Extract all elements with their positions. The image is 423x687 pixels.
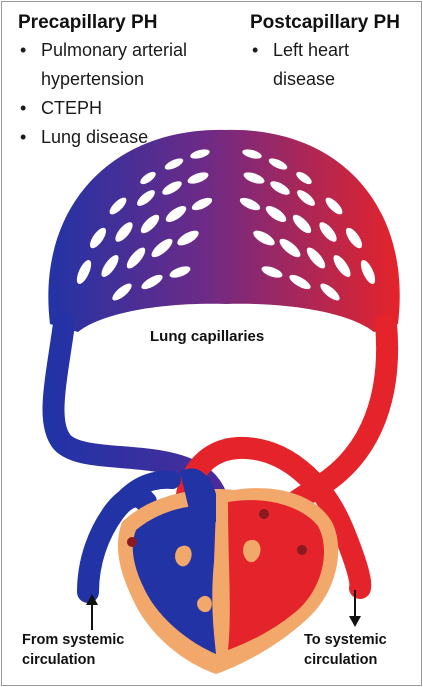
from-systemic-line-1: From systemic [22, 630, 124, 650]
to-systemic-line-1: To systemic [304, 630, 387, 650]
to-systemic-line-2: circulation [304, 650, 387, 670]
postcapillary-heading: Postcapillary PH [250, 12, 400, 34]
list-item: Lung disease [16, 123, 236, 152]
list-item: CTEPH [16, 94, 236, 123]
from-systemic-label: From systemic circulation [22, 630, 124, 670]
precapillary-heading: Precapillary PH [18, 12, 157, 34]
lung-capillaries-label: Lung capillaries [150, 328, 264, 345]
from-systemic-line-2: circulation [22, 650, 124, 670]
precapillary-list: Pulmonary arterial hypertension CTEPH Lu… [16, 36, 236, 152]
list-item: Pulmonary arterial hypertension [16, 36, 236, 94]
lung-capillary-bed [48, 130, 399, 332]
list-item: Left heart disease [248, 36, 408, 94]
to-systemic-label: To systemic circulation [304, 630, 387, 670]
postcapillary-list: Left heart disease [248, 36, 408, 94]
